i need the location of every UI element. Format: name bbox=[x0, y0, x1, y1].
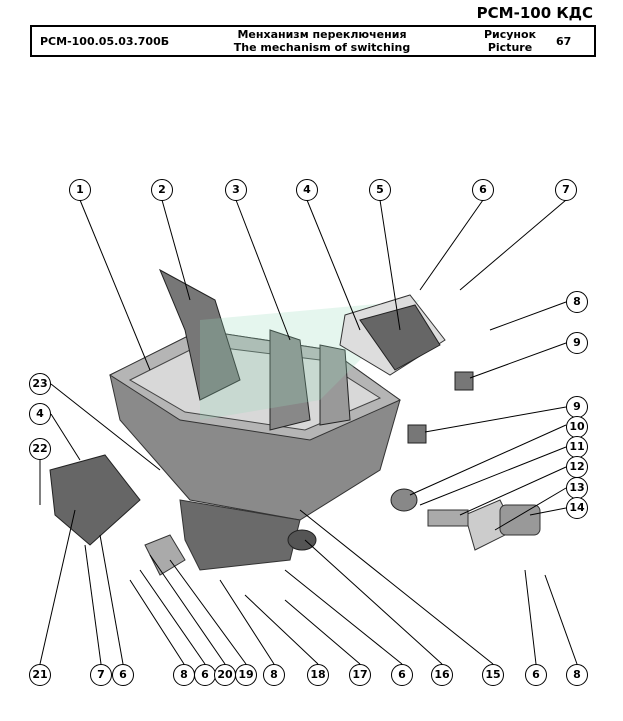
callout-4: 4 bbox=[296, 179, 318, 201]
part-code: РСМ-100.05.03.700Б bbox=[40, 35, 170, 48]
callout-12: 12 bbox=[566, 456, 588, 478]
callout-6: 6 bbox=[472, 179, 494, 201]
callout-23: 23 bbox=[29, 373, 51, 395]
picture-label: Рисунок Picture bbox=[480, 28, 540, 54]
callout-6: 6 bbox=[391, 664, 413, 686]
assembly-title: Менханизм переключения The mechanism of … bbox=[232, 28, 412, 54]
callout-5: 5 bbox=[369, 179, 391, 201]
callout-8: 8 bbox=[566, 291, 588, 313]
callout-6: 6 bbox=[112, 664, 134, 686]
product-title: РСМ-100 КДС bbox=[476, 4, 593, 22]
callout-7: 7 bbox=[90, 664, 112, 686]
picture-en: Picture bbox=[487, 41, 533, 54]
callout-20: 20 bbox=[214, 664, 236, 686]
callout-4: 4 bbox=[29, 403, 51, 425]
callout-8: 8 bbox=[566, 664, 588, 686]
callout-13: 13 bbox=[566, 477, 588, 499]
header-table: РСМ-100.05.03.700Б Менханизм переключени… bbox=[30, 25, 596, 57]
callout-8: 8 bbox=[173, 664, 195, 686]
callout-21: 21 bbox=[29, 664, 51, 686]
callout-1: 1 bbox=[69, 179, 91, 201]
callout-16: 16 bbox=[431, 664, 453, 686]
callout-6: 6 bbox=[525, 664, 547, 686]
callout-14: 14 bbox=[566, 497, 588, 519]
picture-ru: Рисунок bbox=[483, 28, 537, 41]
callout-10: 10 bbox=[566, 416, 588, 438]
callout-6: 6 bbox=[194, 664, 216, 686]
gaskets-covers bbox=[49, 294, 541, 576]
callout-22: 22 bbox=[29, 438, 51, 460]
title-ru: Менханизм переключения bbox=[237, 28, 407, 41]
callout-17: 17 bbox=[349, 664, 371, 686]
callout-9: 9 bbox=[566, 396, 588, 418]
callout-3: 3 bbox=[225, 179, 247, 201]
title-en: The mechanism of switching bbox=[233, 41, 411, 54]
gearbox-housing bbox=[108, 268, 420, 571]
picture-number: 67 bbox=[556, 35, 572, 48]
callout-8: 8 bbox=[263, 664, 285, 686]
callout-11: 11 bbox=[566, 436, 588, 458]
callout-9: 9 bbox=[566, 332, 588, 354]
leader-lines bbox=[39, 199, 578, 665]
callout-15: 15 bbox=[482, 664, 504, 686]
callout-7: 7 bbox=[555, 179, 577, 201]
callout-2: 2 bbox=[151, 179, 173, 201]
callout-18: 18 bbox=[307, 664, 329, 686]
callout-19: 19 bbox=[235, 664, 257, 686]
